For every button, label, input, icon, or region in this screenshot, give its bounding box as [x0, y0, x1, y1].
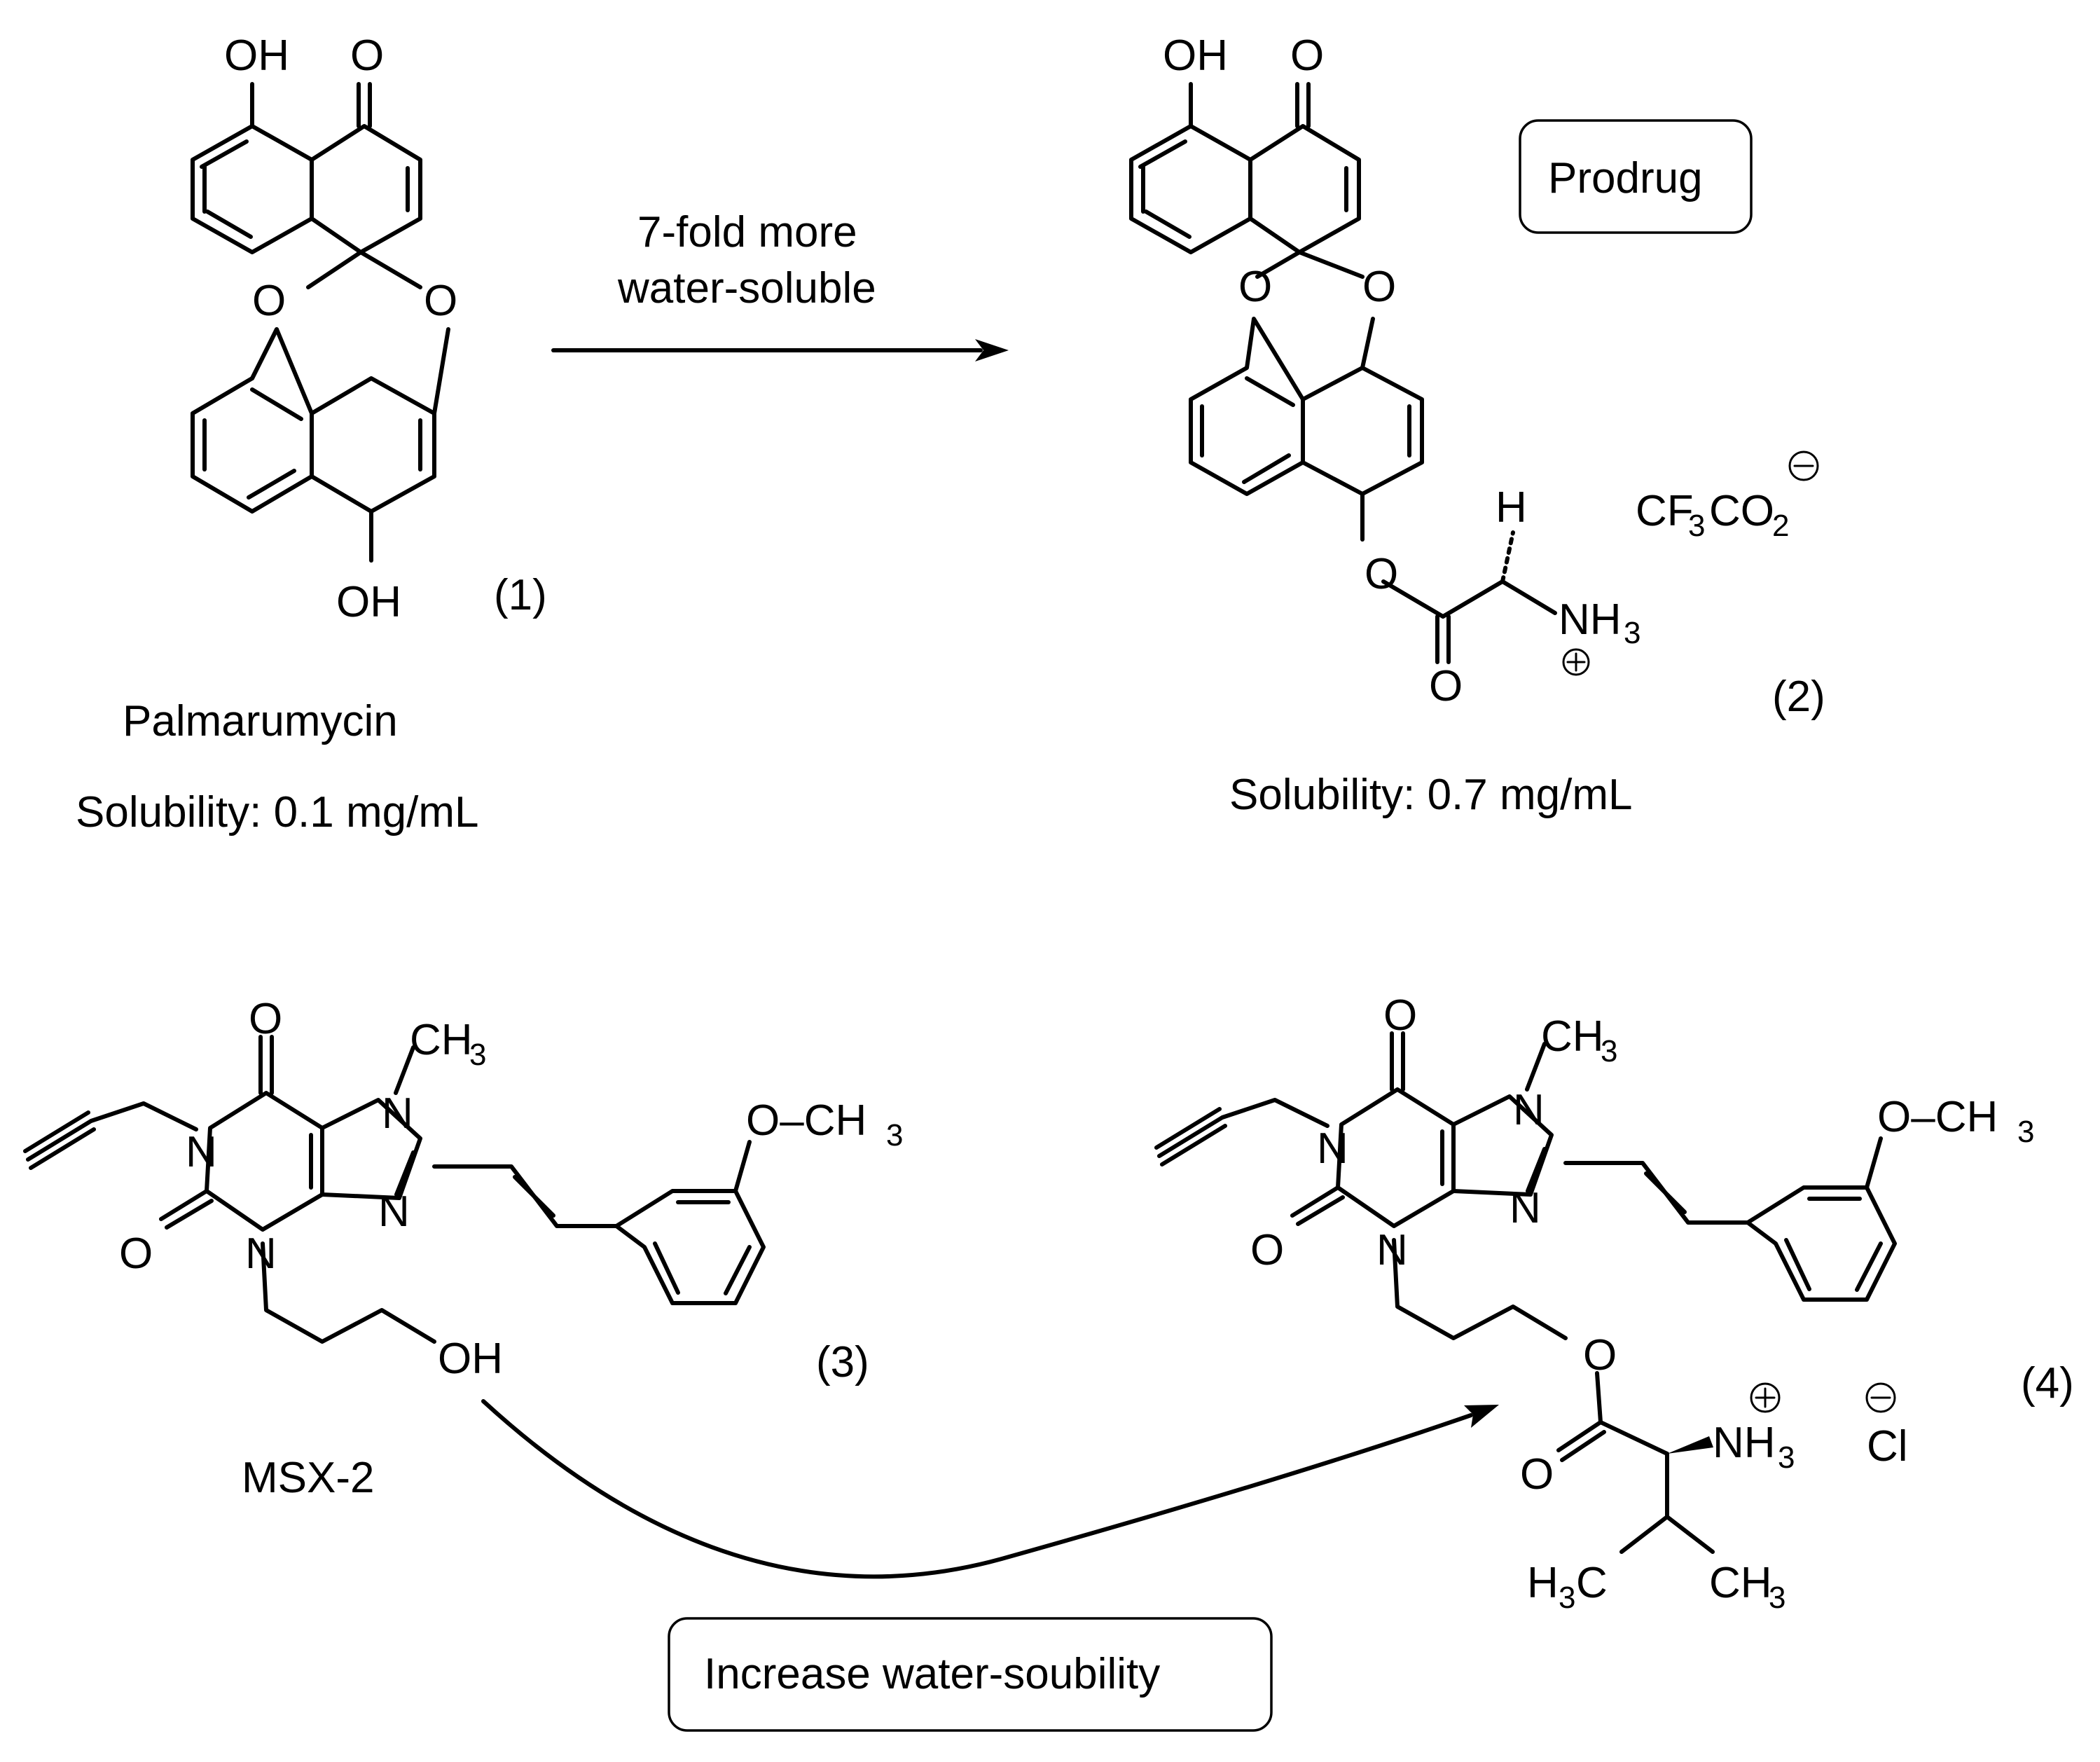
- compound-2-nh-sub: 3: [1624, 616, 1640, 650]
- compound-4-n9: N: [1510, 1184, 1541, 1232]
- compound-1-ketal-o-left: O: [252, 277, 286, 325]
- compound-1-number: (1): [494, 571, 547, 619]
- compound-4-n3: N: [1376, 1226, 1408, 1274]
- compound-2-structure: [1129, 82, 1557, 664]
- prodrug-label: Prodrug: [1548, 154, 1703, 202]
- compound-4-structure: [1154, 1031, 1897, 1554]
- compound-3-ch3-n: CH: [410, 1016, 473, 1064]
- top-reaction-arrow: [551, 339, 1009, 362]
- compound-3-ch3-n-sub: 3: [469, 1038, 486, 1072]
- compound-4-ester-o: O: [1583, 1331, 1617, 1379]
- increase-solubility-label: Increase water-soubility: [704, 1650, 1160, 1698]
- compound-4-anion-charge: [1865, 1382, 1896, 1413]
- compound-1-name: Palmarumycin: [123, 697, 398, 745]
- compound-1-ketal-o-right: O: [424, 277, 457, 325]
- compound-1-oh-bottom: OH: [336, 578, 401, 626]
- compound-2-ester-o: O: [1365, 550, 1398, 598]
- compound-2-solubility: Solubility: 0.7 mg/mL: [1229, 771, 1632, 819]
- compound-4-ch3-n: CH: [1541, 1012, 1604, 1061]
- compound-2-carbonyl-o: O: [1429, 662, 1463, 710]
- compound-4-h3c-h: H: [1527, 1559, 1559, 1607]
- compound-1-solubility: Solubility: 0.1 mg/mL: [76, 788, 478, 837]
- compound-2-alpha-h: H: [1495, 483, 1527, 532]
- compound-4-carbonyl-o-top: O: [1383, 991, 1417, 1040]
- compound-2-counterion-sub1: 3: [1688, 509, 1705, 543]
- compound-4-number: (4): [2021, 1359, 2074, 1407]
- prodrug-box: [1519, 119, 1753, 234]
- compound-2-oh-top: OH: [1163, 32, 1228, 80]
- compound-3-carbonyl-o-top: O: [249, 995, 282, 1043]
- compound-2-ketone-o: O: [1290, 32, 1324, 80]
- compound-3-carbonyl-o-left: O: [119, 1230, 153, 1278]
- compound-1-oh-top: OH: [224, 32, 289, 80]
- compound-1-ketone-o: O: [350, 32, 384, 80]
- compound-4-h3c-c: C: [1576, 1559, 1608, 1607]
- compound-4-carbonyl-o-left: O: [1250, 1226, 1284, 1274]
- compound-3-n1: N: [186, 1128, 217, 1176]
- compound-3-number: (3): [816, 1338, 869, 1386]
- compound-4-nh-sub: 3: [1778, 1440, 1795, 1475]
- compound-4-carbonyl-o: O: [1520, 1450, 1554, 1499]
- compound-2-nh: NH: [1559, 596, 1622, 644]
- compound-2-counterion-sub2: 2: [1772, 509, 1789, 543]
- compound-4-ch3-right: CH: [1709, 1559, 1772, 1607]
- compound-4-methoxy-sub: 3: [2017, 1115, 2034, 1149]
- compound-2-counterion-co: CO: [1709, 487, 1774, 535]
- compound-4-ch3-right-sub: 3: [1769, 1581, 1785, 1615]
- compound-4-n7: N: [1513, 1086, 1545, 1134]
- top-arrow-label-line2: water-soluble: [617, 264, 876, 312]
- compound-3-n3: N: [245, 1230, 277, 1278]
- compound-2-counterion-cf: CF: [1636, 487, 1694, 535]
- compound-2-ketal-o-right: O: [1362, 263, 1396, 311]
- increase-solubility-box: [668, 1617, 1273, 1732]
- compound-1-structure: [191, 82, 450, 563]
- compound-2-number: (2): [1772, 673, 1825, 721]
- compound-4-ch3-n-sub: 3: [1601, 1034, 1617, 1068]
- compound-3-n9: N: [378, 1188, 410, 1236]
- compound-4-n1: N: [1317, 1124, 1348, 1173]
- compound-3-oh: OH: [438, 1335, 503, 1383]
- compound-4-chloride: Cl: [1867, 1422, 1908, 1471]
- top-arrow-label-line1: 7-fold more: [637, 208, 857, 256]
- compound-2-ketal-o-left: O: [1238, 263, 1272, 311]
- compound-3-methoxy: O–CH: [746, 1096, 866, 1145]
- compound-3-methoxy-sub: 3: [886, 1118, 903, 1152]
- compound-2-anion-charge: [1788, 450, 1819, 481]
- compound-4-ammonium-charge: [1750, 1382, 1781, 1413]
- compound-4-methoxy: O–CH: [1877, 1093, 1998, 1141]
- compound-4-nh: NH: [1713, 1419, 1776, 1467]
- compound-2-ammonium-charge: [1562, 648, 1590, 676]
- compound-3-name: MSX-2: [242, 1454, 374, 1502]
- compound-3-n7: N: [382, 1089, 413, 1138]
- compound-4-h3c-sub: 3: [1559, 1581, 1575, 1615]
- bottom-reaction-arrow: [481, 1399, 1499, 1579]
- compound-3-structure: [23, 1035, 766, 1344]
